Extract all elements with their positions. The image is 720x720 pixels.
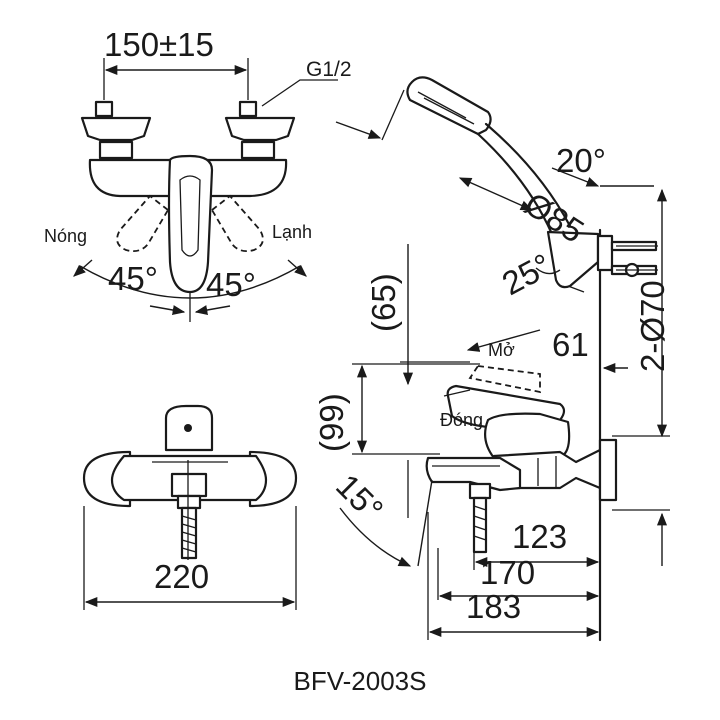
open-label: Mở (488, 340, 515, 360)
angle-right-label: 45° (206, 266, 256, 303)
shower-diameter-line (458, 177, 534, 211)
thread-leader (261, 79, 338, 107)
holder-angle-label: 25° (496, 246, 557, 302)
close-label: Đóng (440, 410, 483, 430)
cold-label: Lạnh (272, 222, 312, 242)
cold-position-dashed (210, 194, 264, 253)
handle-height-label: (99) (313, 393, 350, 452)
top-view: 150±15 G1/2 Nóng Lạnh 45° 45° (44, 26, 352, 322)
side-view: 20° Ø85 25° 2-Ø70 (65) 61 Mở (99) Đóng 1… (313, 76, 671, 642)
angle-left-label: 45° (108, 260, 158, 297)
lever-open-dashed (468, 365, 541, 394)
front-outlet-thread (180, 506, 198, 560)
depth-170-label: 170 (480, 554, 535, 591)
front-view: 220 (82, 404, 298, 610)
right-inlet (224, 100, 296, 160)
depth-183-label: 183 (466, 588, 521, 625)
hose-size-label: 2-Ø70 (634, 280, 671, 372)
thread-label: G1/2 (306, 58, 352, 81)
inlet-spacing-label: 150±15 (104, 26, 214, 63)
wall-holder (546, 230, 658, 289)
left-inlet (80, 100, 152, 160)
model-code: BFV-2003S (294, 666, 427, 696)
side-body (483, 412, 571, 460)
spout-angle-label: 15° (329, 467, 390, 528)
width-total-label: 220 (154, 558, 209, 595)
hot-position-dashed (116, 194, 170, 253)
height-61-label: 61 (552, 326, 589, 363)
shower-angle-label: 20° (556, 142, 606, 179)
hot-label: Nóng (44, 226, 87, 246)
depth-123-label: 123 (512, 518, 567, 555)
handle-clearance-label: (65) (365, 273, 402, 332)
